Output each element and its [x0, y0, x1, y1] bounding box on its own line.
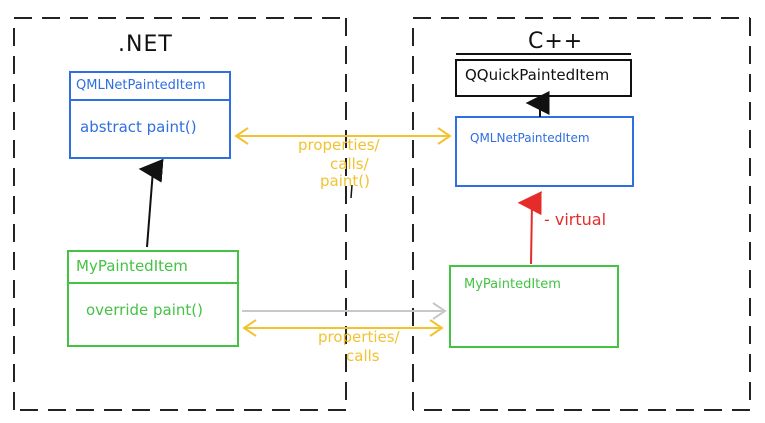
bottom-interop-label-line1: properties/	[318, 328, 400, 346]
stray-mark	[350, 184, 353, 199]
dotnet-title: .NET	[118, 32, 173, 57]
cpp-virtual-arrow	[517, 191, 542, 265]
bottom-interop-arrow	[242, 319, 444, 337]
cpp-base-class-name: QMLNetPaintedItem	[470, 131, 590, 145]
top-interop-label-line3: paint()	[320, 172, 370, 190]
cpp-qt-class-name: QQuickPaintedItem	[465, 66, 610, 84]
cpp-base-class-box	[455, 116, 634, 187]
cpp-container	[412, 17, 751, 411]
dotnet-container	[13, 17, 347, 411]
cpp-derived-class-box	[449, 265, 619, 348]
cpp-derived-class-name: MyPaintedItem	[464, 277, 561, 292]
dotnet-base-class-method: abstract paint()	[80, 118, 197, 136]
top-interop-arrow	[234, 127, 452, 145]
dotnet-base-class-box	[69, 71, 231, 159]
bottom-interop-label-line2: calls	[346, 347, 380, 365]
virtual-label: - virtual	[544, 210, 607, 229]
dotnet-inheritance-arrow	[138, 158, 164, 248]
dotnet-derived-class-box	[67, 250, 239, 347]
dotnet-derived-class-name: MyPaintedItem	[76, 257, 188, 275]
call-arrow	[242, 302, 447, 320]
dotnet-base-class-name: QMLNetPaintedItem	[76, 78, 206, 93]
dotnet-derived-class-method: override paint()	[86, 301, 204, 319]
cpp-title: C++	[528, 29, 584, 54]
top-interop-label-line1: properties/	[298, 136, 380, 154]
top-interop-label-line2: calls/	[330, 155, 369, 173]
